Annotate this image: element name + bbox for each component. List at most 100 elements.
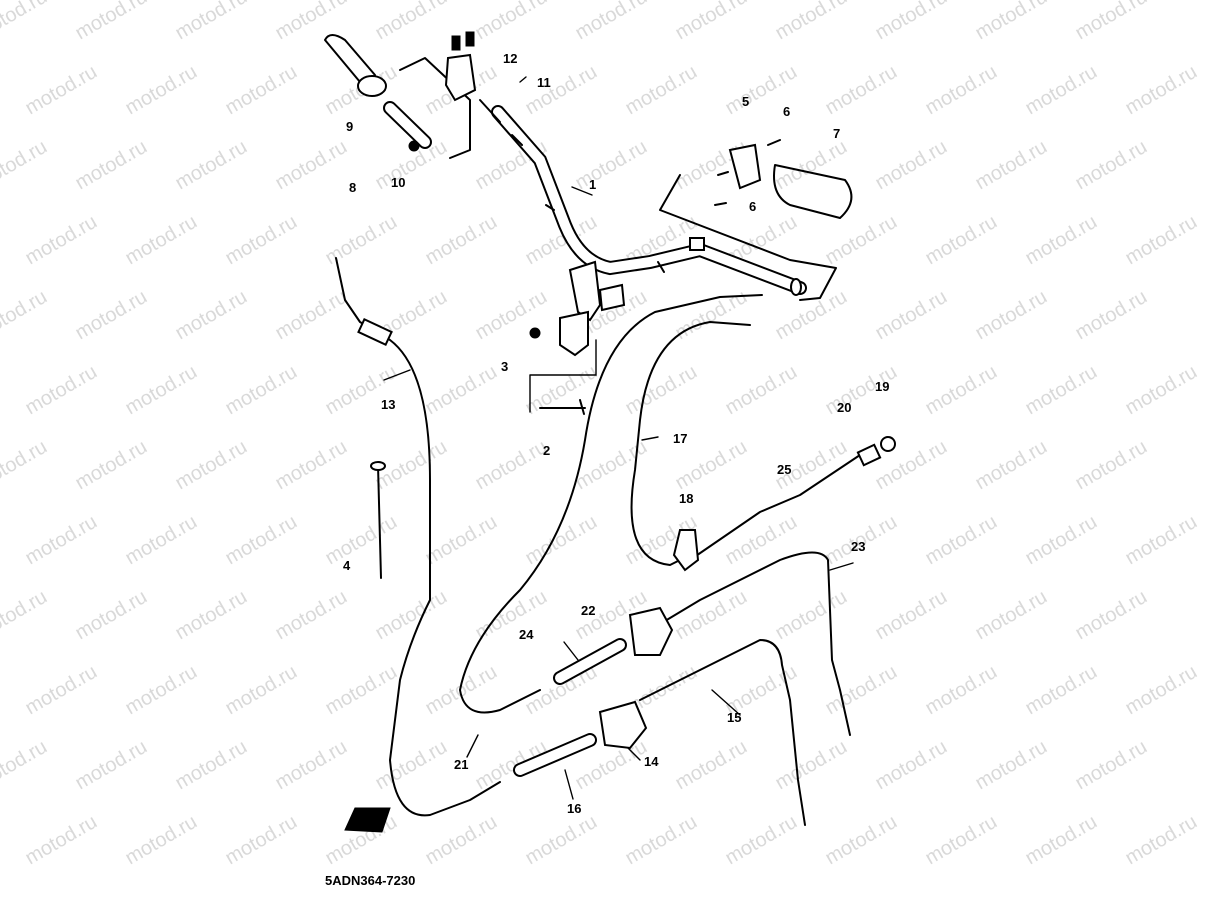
watermark-text: motod.ru (372, 0, 451, 44)
watermark-text: motod.ru (172, 286, 251, 345)
watermark-text: motod.ru (72, 736, 151, 795)
watermark-text: motod.ru (622, 61, 701, 120)
callout-15: 15 (727, 710, 741, 725)
watermark-text: motod.ru (422, 511, 501, 570)
watermark-text: motod.ru (0, 736, 51, 795)
callout-4: 4 (343, 558, 351, 573)
cables (335, 257, 896, 826)
callout-11: 11 (537, 75, 551, 90)
watermark-text: motod.ru (22, 361, 101, 420)
watermark-text: motod.ru (0, 0, 51, 44)
watermark-text: motod.ru (122, 361, 201, 420)
watermark-text: motod.ru (972, 436, 1051, 495)
watermark-text: motod.ru (522, 511, 601, 570)
callout-19: 19 (875, 379, 889, 394)
watermark-text: motod.ru (522, 361, 601, 420)
watermark-text: motod.ru (922, 511, 1001, 570)
watermark-text: motod.ru (322, 211, 401, 270)
watermark-text: motod.ru (72, 436, 151, 495)
watermark-text: motod.ru (1022, 361, 1101, 420)
watermark-text: motod.ru (972, 0, 1051, 44)
watermark-text: motod.ru (522, 811, 601, 870)
watermark-text: motod.ru (1022, 211, 1101, 270)
watermark-text: motod.ru (172, 136, 251, 195)
callout-14: 14 (644, 754, 659, 769)
watermark-text: motod.ru (472, 0, 551, 44)
watermark-text: motod.ru (572, 136, 651, 195)
callout-23: 23 (851, 539, 865, 554)
watermark-text: motod.ru (922, 661, 1001, 720)
watermark-text: motod.ru (872, 736, 951, 795)
watermark-text: motod.ru (972, 136, 1051, 195)
watermark-text: motod.ru (672, 286, 751, 345)
watermark-text: motod.ru (722, 361, 801, 420)
watermark-text: motod.ru (122, 511, 201, 570)
watermark-text: motod.ru (872, 586, 951, 645)
watermark-text: motod.ru (822, 61, 901, 120)
watermark-text: motod.ru (22, 811, 101, 870)
callouts: 1 2 3 4 5 6 6 7 8 9 10 11 12 13 14 15 16… (343, 51, 889, 816)
watermark-text: motod.ru (622, 811, 701, 870)
callout-7: 7 (833, 126, 840, 141)
callout-3: 3 (501, 359, 508, 374)
callout-9: 9 (346, 119, 353, 134)
watermark-text: motod.ru (1022, 511, 1101, 570)
callout-22: 22 (581, 603, 595, 618)
watermark-text: motod.ru (122, 661, 201, 720)
callout-10: 10 (391, 175, 405, 190)
watermark-text: motod.ru (1122, 661, 1201, 720)
callout-1: 1 (589, 177, 596, 192)
watermark-text: motod.ru (322, 661, 401, 720)
handlebar-holder (529, 260, 626, 415)
watermark-text: motod.ru (272, 736, 351, 795)
watermark-text: motod.ru (872, 0, 951, 44)
watermark-text: motod.ru (422, 211, 501, 270)
callout-21: 21 (454, 757, 468, 772)
watermark-text: motod.ru (1122, 361, 1201, 420)
watermark-text: motod.ru (822, 661, 901, 720)
watermark-text: motod.ru (872, 286, 951, 345)
watermark-text: motod.ru (1072, 436, 1151, 495)
watermark-text: motod.ru (622, 361, 701, 420)
watermark-text: motod.ru (122, 211, 201, 270)
leader-lines (383, 76, 854, 800)
watermark-text: motod.ru (922, 811, 1001, 870)
watermark-text: motod.ru (222, 661, 301, 720)
watermark-text: motod.ru (22, 661, 101, 720)
watermark-text: motod.ru (872, 136, 951, 195)
watermark-text: motod.ru (772, 286, 851, 345)
handlebar (399, 57, 837, 301)
watermark-text: motod.ru (922, 211, 1001, 270)
watermark-text: motod.ru (922, 61, 1001, 120)
watermark-text: motod.ru (822, 211, 901, 270)
right-throttle-assembly (714, 139, 853, 219)
watermark-text: motod.ru (422, 661, 501, 720)
watermark-text: motod.ru (0, 436, 51, 495)
switch-housings (344, 606, 674, 833)
watermark-text: motod.ru (272, 436, 351, 495)
watermark-text: motod.ru (122, 811, 201, 870)
watermark-text: motod.ru (0, 136, 51, 195)
watermark-text: motod.ru (922, 361, 1001, 420)
watermark-text: motod.ru (1072, 0, 1151, 44)
watermark-text: motod.ru (22, 61, 101, 120)
watermark-text: motod.ru (222, 211, 301, 270)
callout-18: 18 (679, 491, 693, 506)
watermark-layer: motod.ru motod.ru motod.ru motod.ru motod.ru… (0, 0, 1201, 869)
watermark-text: motod.ru (0, 586, 51, 645)
watermark-text: motod.ru (772, 136, 851, 195)
watermark-text: motod.ru (22, 511, 101, 570)
watermark-text: motod.ru (422, 811, 501, 870)
left-grip-assembly (324, 31, 477, 152)
watermark-text: motod.ru (1022, 661, 1101, 720)
watermark-text: motod.ru (1072, 136, 1151, 195)
diagram-code: 5ADN364-7230 (325, 873, 415, 888)
watermark-text: motod.ru (1072, 286, 1151, 345)
callout-5: 5 (742, 94, 749, 109)
watermark-text: motod.ru (322, 511, 401, 570)
watermark-text: motod.ru (372, 586, 451, 645)
watermark-text: motod.ru (272, 586, 351, 645)
watermark-text: motod.ru (122, 61, 201, 120)
watermark-text: motod.ru (172, 436, 251, 495)
